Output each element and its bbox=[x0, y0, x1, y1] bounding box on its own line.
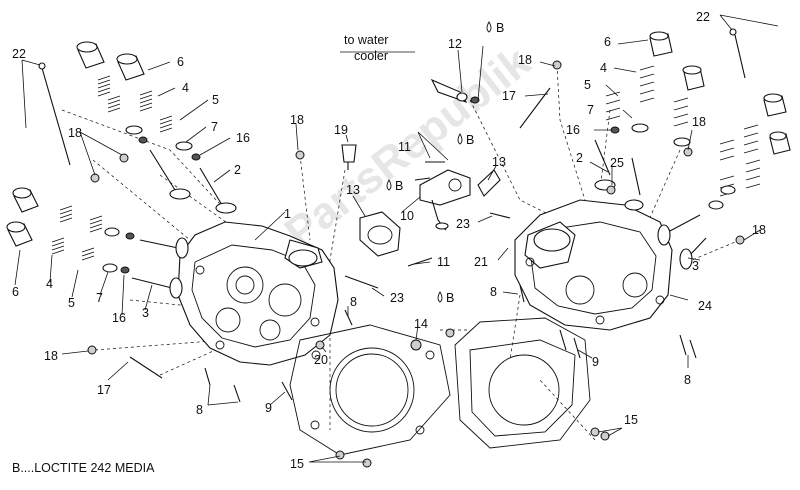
callout-16-left-top: 16 bbox=[236, 131, 250, 145]
callout-2-right: 2 bbox=[576, 151, 583, 165]
left-top-valve-train bbox=[38, 41, 305, 214]
callout-2-left: 2 bbox=[234, 163, 241, 177]
callout-18-right-mid: 18 bbox=[692, 115, 706, 129]
callout-18-right-top: 18 bbox=[518, 53, 532, 67]
loctite-b-4: B bbox=[446, 291, 454, 305]
callout-6-right: 6 bbox=[604, 35, 611, 49]
callout-7-right: 7 bbox=[587, 103, 594, 117]
callout-23-left: 23 bbox=[390, 291, 404, 305]
leader-lines bbox=[14, 14, 779, 463]
callout-3-left: 3 bbox=[142, 306, 149, 320]
drop-icon bbox=[457, 133, 463, 145]
callout-5-right: 5 bbox=[584, 78, 591, 92]
callout-18-left: 18 bbox=[68, 126, 82, 140]
callout-11-top: 11 bbox=[398, 140, 411, 154]
water-cooler-line-2: cooler bbox=[354, 49, 388, 63]
callout-6-left-bottom: 6 bbox=[12, 285, 19, 299]
callout-7-left-top: 7 bbox=[211, 120, 218, 134]
callout-4-left-top: 4 bbox=[182, 81, 189, 95]
callout-9-right: 9 bbox=[592, 355, 599, 369]
callout-18-right-bottom: 18 bbox=[752, 223, 766, 237]
callout-17-right: 17 bbox=[502, 89, 516, 103]
callout-1: 1 bbox=[284, 207, 291, 221]
right-lower-valve-train bbox=[657, 93, 791, 270]
callout-14: 14 bbox=[414, 317, 428, 331]
callout-6-left-top: 6 bbox=[177, 55, 184, 69]
callout-4-left-bottom: 4 bbox=[46, 277, 53, 291]
loctite-b-1: B bbox=[496, 21, 504, 35]
callout-23-right: 23 bbox=[456, 217, 470, 231]
callout-18-left-center: 18 bbox=[290, 113, 304, 127]
loctite-b-3: B bbox=[395, 179, 403, 193]
callout-13-right: 13 bbox=[492, 155, 506, 169]
callout-25: 25 bbox=[610, 156, 624, 170]
callout-16-right: 16 bbox=[566, 123, 580, 137]
callout-7-left-bottom: 7 bbox=[96, 291, 103, 305]
callout-4-right: 4 bbox=[600, 61, 607, 75]
callout-13-left: 13 bbox=[346, 183, 360, 197]
callout-9-left: 9 bbox=[265, 401, 272, 415]
callout-3-right: 3 bbox=[692, 259, 699, 273]
drop-icon bbox=[486, 21, 492, 33]
callout-15-right: 15 bbox=[624, 413, 638, 427]
callout-8-center: 8 bbox=[350, 295, 357, 309]
drop-icon bbox=[386, 179, 392, 191]
callout-18-left-bottom: 18 bbox=[44, 349, 58, 363]
water-cooler-line-1: to water bbox=[344, 33, 388, 47]
callout-5-left-bottom: 5 bbox=[68, 296, 75, 310]
right-cylinder-block bbox=[454, 317, 591, 449]
left-head-gasket bbox=[289, 324, 451, 456]
callout-24: 24 bbox=[698, 299, 712, 313]
callout-labels: 22 6 4 5 7 16 2 18 18 19 1 6 4 5 7 16 3 … bbox=[12, 10, 766, 471]
left-lower-valve-train bbox=[6, 187, 189, 379]
loctite-b-2: B bbox=[466, 133, 474, 147]
callout-5-left-top: 5 bbox=[212, 93, 219, 107]
callout-22-left: 22 bbox=[12, 47, 26, 61]
callout-8-right-top: 8 bbox=[490, 285, 497, 299]
callout-19: 19 bbox=[334, 123, 348, 137]
loctite-footnote: B....LOCTITE 242 MEDIA bbox=[12, 461, 155, 475]
water-fittings bbox=[341, 78, 511, 289]
callout-21: 21 bbox=[474, 255, 488, 269]
callout-17-left: 17 bbox=[97, 383, 111, 397]
callout-11-bottom: 11 bbox=[437, 255, 450, 269]
callout-22-right: 22 bbox=[696, 10, 710, 24]
callout-8-right-bottom: 8 bbox=[684, 373, 691, 387]
right-top-valve-train bbox=[519, 28, 746, 245]
callout-8-left: 8 bbox=[196, 403, 203, 417]
loctite-drop-icons bbox=[386, 21, 492, 303]
drop-icon bbox=[437, 291, 443, 303]
callout-20: 20 bbox=[314, 353, 328, 367]
studs-and-dowels bbox=[204, 284, 697, 468]
callout-15-left: 15 bbox=[290, 457, 304, 471]
left-cylinder-head bbox=[177, 221, 339, 366]
callout-10: 10 bbox=[400, 209, 414, 223]
water-cooler-annotation: to water cooler bbox=[344, 33, 388, 63]
right-cylinder-head bbox=[514, 199, 673, 331]
callout-16-left-bottom: 16 bbox=[112, 311, 126, 325]
callout-12: 12 bbox=[448, 37, 462, 51]
